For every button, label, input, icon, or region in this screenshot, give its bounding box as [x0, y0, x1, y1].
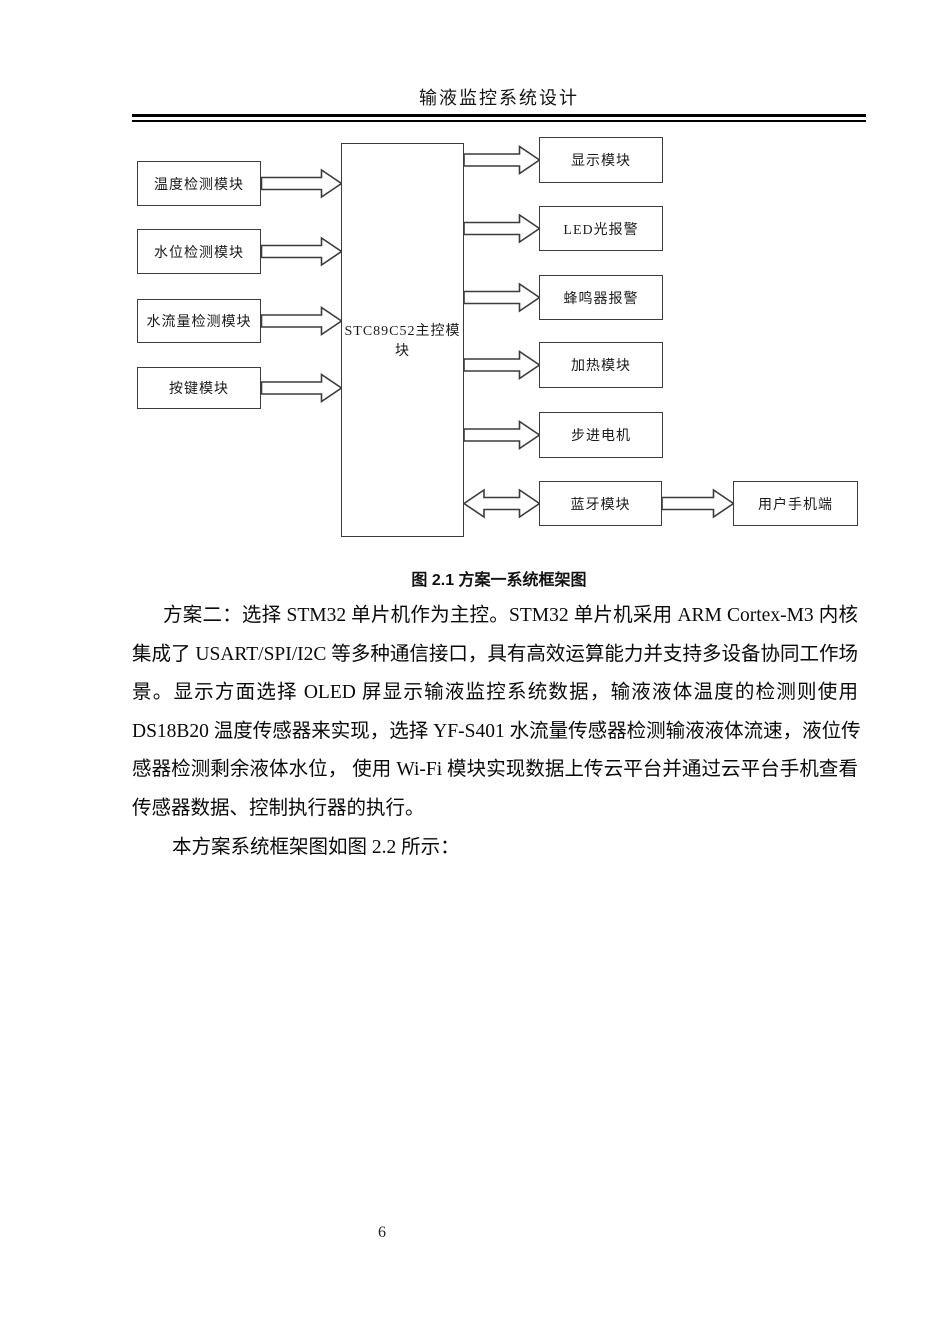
body-paragraphs: 方案二：选择 STM32 单片机作为主控。STM32 单片机采用 ARM Cor…	[132, 597, 861, 867]
box-heating-module: 加热模块	[539, 342, 663, 388]
paragraph2: 本方案系统框架图如图 2.2 所示：	[172, 836, 460, 858]
box-water-flow-detect-module: 水流量检测模块	[137, 299, 261, 343]
box-temperature-detect-module: 温度检测模块	[137, 161, 261, 206]
box-main-controller-stc89c52: STC89C52主控模块	[341, 143, 464, 537]
header-divider-thick-line	[132, 114, 866, 117]
header-divider-thin-line	[132, 119, 866, 122]
arrow-input-water-flow	[260, 305, 343, 337]
paragraph1-line6: 传感器数据、控制执行器的执行。	[132, 797, 425, 819]
box-buzzer-alarm: 蜂鸣器报警	[539, 275, 663, 320]
box-led-light-alarm: LED光报警	[539, 206, 663, 251]
box-stepper-motor: 步进电机	[539, 412, 663, 458]
box-display-module: 显示模块	[539, 137, 663, 183]
arrow-input-temperature	[260, 168, 343, 199]
paragraph1-line5: 感器检测剩余液体水位， 使用 Wi-Fi 模块实现数据上传云平台并通过云平台手机…	[132, 759, 858, 781]
arrow-output-display	[463, 144, 541, 176]
arrow-output-stepper-motor	[463, 419, 541, 451]
paragraph1-line3: 景。显示方面选择 OLED 屏显示输液监控系统数据，输液液体温度的检测则使用	[132, 682, 858, 704]
page-header-title: 输液监控系统设计	[419, 88, 579, 108]
arrow-input-keypad	[260, 372, 343, 404]
paragraph1-line1: 方案二：选择 STM32 单片机作为主控。STM32 单片机采用 ARM Cor…	[163, 605, 858, 626]
arrow-input-water-level	[260, 236, 343, 267]
box-keypad-module: 按键模块	[137, 367, 261, 409]
arrow-bluetooth-bidirectional	[462, 488, 541, 519]
arrow-bluetooth-to-phone	[661, 488, 735, 519]
box-user-phone: 用户手机端	[733, 481, 858, 526]
paragraph1-line4: DS18B20 温度传感器来实现，选择 YF-S401 水流量传感器检测输液液体…	[132, 720, 861, 742]
paragraph1-line2: 集成了 USART/SPI/I2C 等多种通信接口，具有高效运算能力并支持多设备…	[132, 643, 858, 665]
page-number: 6	[378, 1224, 386, 1241]
box-water-level-detect-module: 水位检测模块	[137, 229, 261, 274]
box-bluetooth-module: 蓝牙模块	[539, 481, 662, 526]
diagram-arrows	[260, 144, 735, 519]
figure-caption: 图 2.1 方案一系统框架图	[411, 572, 587, 589]
arrow-output-led-alarm	[463, 213, 541, 244]
arrow-output-heater	[463, 349, 541, 381]
arrow-output-buzzer-alarm	[463, 282, 541, 313]
